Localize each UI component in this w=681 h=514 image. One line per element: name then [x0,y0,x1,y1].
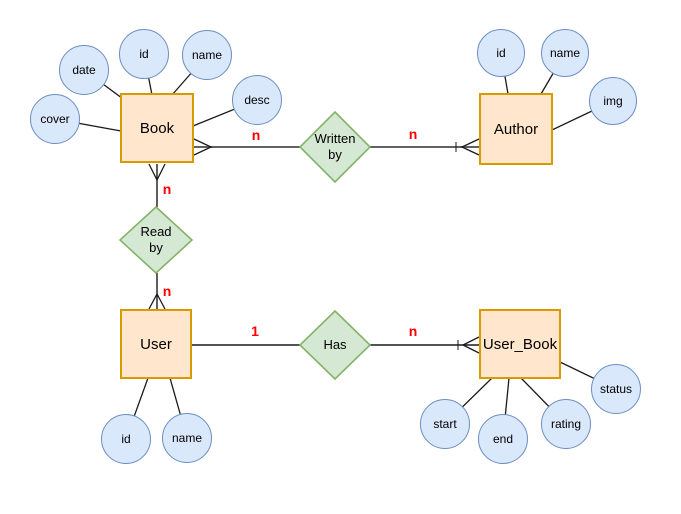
attribute-author-img[interactable]: img [589,77,637,125]
crows-foot-book-right [193,138,213,156]
attribute-user-book-rating[interactable]: rating [541,399,591,449]
entity-user-label: User [140,335,172,353]
entity-book[interactable]: Book [120,93,194,163]
attribute-user-book-status[interactable]: status [591,364,641,414]
relationship-written-by[interactable]: Written by [299,111,371,183]
relationship-has-label: Has [323,337,347,352]
diamond-shape [299,310,371,380]
entity-author-label: Author [493,120,539,138]
cardinality-written-by-author: n [408,126,418,142]
crows-foot-user-top [148,292,166,310]
attribute-user-id[interactable]: id [101,414,151,464]
diamond-shape [119,206,193,274]
attribute-user-book-start[interactable]: start [420,399,470,449]
attribute-book-cover[interactable]: cover [30,94,80,144]
relationship-written-by-label: Written by [314,131,356,162]
attribute-book-id[interactable]: id [119,29,169,79]
attribute-author-name[interactable]: name [541,29,589,77]
cardinality-book-read-by: n [162,181,172,197]
crows-foot-user-book-left [461,336,480,354]
entity-user-book-label: User_Book [482,335,558,353]
cardinality-read-by-user: n [162,283,172,299]
relationship-read-by[interactable]: Read by [119,206,193,274]
crows-foot-book-bottom [148,163,166,182]
edge-read-by-user[interactable] [148,273,166,310]
entity-book-label: Book [139,119,175,137]
cardinality-user-has: 1 [251,323,259,339]
attribute-book-name[interactable]: name [182,30,232,80]
relationship-read-by-label: Read by [140,224,172,255]
attribute-user-book-end[interactable]: end [478,414,528,464]
relationship-has[interactable]: Has [299,310,371,380]
edge-book-read-by[interactable] [148,163,166,207]
attribute-author-id[interactable]: id [477,29,525,77]
crows-foot-author-left [460,138,480,156]
cardinality-book-written-by: n [251,127,261,143]
attribute-book-desc[interactable]: desc [232,75,282,125]
edge-has-user-book[interactable] [370,336,480,354]
edge-book-written-by[interactable] [193,138,300,156]
attribute-user-name[interactable]: name [162,413,212,463]
entity-user[interactable]: User [120,309,192,379]
attribute-book-date[interactable]: date [59,45,109,95]
entity-user-book[interactable]: User_Book [479,309,561,379]
diamond-shape [299,111,371,183]
entity-author[interactable]: Author [479,93,553,165]
cardinality-has-user-book: n [408,323,418,339]
edge-written-by-author[interactable] [370,138,480,156]
